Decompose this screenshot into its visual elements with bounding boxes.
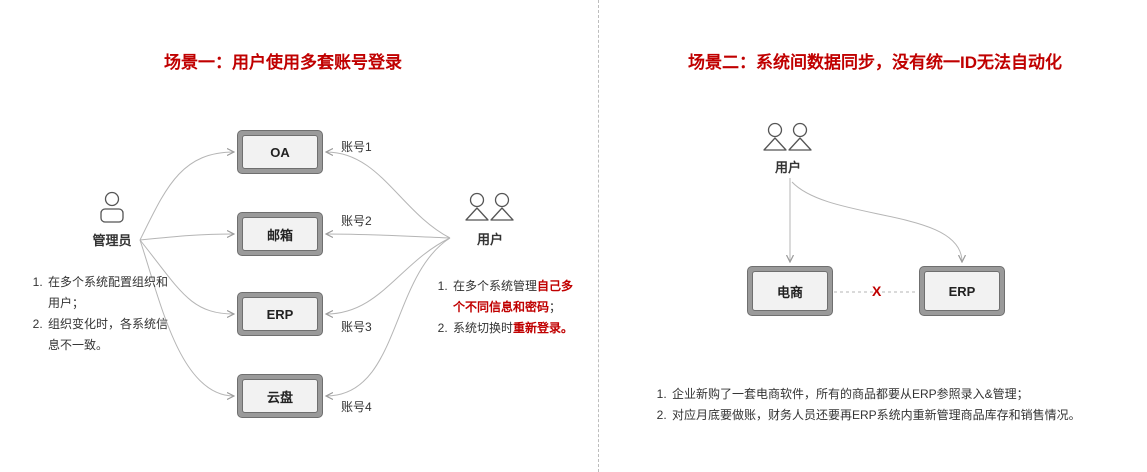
user-note-highlight: 自己多个不同信息和密码 — [453, 279, 574, 314]
user-note-tail: ； — [549, 300, 562, 314]
account-label-2: 账号2 — [341, 214, 372, 228]
account-label-4: 账号4 — [341, 400, 372, 414]
account-label-1: 账号1 — [341, 140, 372, 154]
user-note-text: 系统切换时 — [453, 321, 514, 335]
edge-user-cloud — [326, 237, 451, 396]
admin-note-item: 组织变化时，各系统信息不一致。 — [46, 314, 176, 356]
user-note-highlight: 重新登录。 — [513, 321, 574, 335]
scene2-user-label: 用户 — [774, 160, 802, 175]
system-node-erp-scene2: ERP — [919, 266, 1005, 316]
no-sync-x-mark: X — [872, 283, 882, 299]
edge-admin-cloud — [139, 239, 234, 396]
edge-user-erp — [326, 237, 451, 314]
scene2-note-item: 企业新购了一套电商软件，所有的商品都要从ERP参照录入&管理； — [670, 384, 1132, 405]
admin-person-icon — [100, 191, 124, 223]
scene-divider — [598, 0, 599, 472]
system-label-erp: ERP — [242, 297, 318, 331]
account-label-3: 账号3 — [341, 320, 372, 334]
scene1-title: 场景一：用户使用多套账号登录 — [164, 53, 402, 72]
edge-admin-mail — [139, 234, 234, 241]
system-node-oa: OA — [237, 130, 323, 174]
edge-user-mail — [326, 234, 451, 239]
scene2-title: 场景二：系统间数据同步，没有统一ID无法自动化 — [688, 53, 1062, 72]
user-label: 用户 — [476, 232, 504, 247]
system-node-ecommerce: 电商 — [747, 266, 833, 316]
user-note-item: 系统切换时重新登录。 — [451, 318, 585, 339]
system-label-cloud: 云盘 — [242, 379, 318, 413]
system-label-erp-scene2: ERP — [924, 271, 1000, 311]
user-note-item: 在多个系统管理自己多个不同信息和密码； — [451, 276, 585, 318]
admin-notes: 在多个系统配置组织和用户； 组织变化时，各系统信息不一致。 — [28, 272, 176, 356]
system-node-erp: ERP — [237, 292, 323, 336]
users-group-icon — [465, 192, 514, 221]
user-notes: 在多个系统管理自己多个不同信息和密码； 系统切换时重新登录。 — [433, 276, 585, 339]
edge-admin-oa — [139, 152, 234, 241]
users-group-icon-scene2 — [763, 122, 812, 151]
system-node-cloud: 云盘 — [237, 374, 323, 418]
system-label-oa: OA — [242, 135, 318, 169]
edge-user-oa — [326, 152, 451, 239]
edge-admin-erp — [139, 239, 234, 314]
admin-note-item: 在多个系统配置组织和用户； — [46, 272, 176, 314]
admin-label: 管理员 — [92, 233, 132, 248]
system-label-mail: 邮箱 — [242, 217, 318, 251]
user-note-text: 在多个系统管理 — [453, 279, 538, 293]
scene2-note-item: 对应月底要做账，财务人员还要再ERP系统内重新管理商品库存和销售情况。 — [670, 405, 1132, 426]
scene2-notes: 企业新购了一套电商软件，所有的商品都要从ERP参照录入&管理； 对应月底要做账，… — [652, 384, 1132, 426]
system-label-ecommerce: 电商 — [752, 271, 828, 311]
system-node-mail: 邮箱 — [237, 212, 323, 256]
edge-user2-erp — [791, 181, 962, 262]
